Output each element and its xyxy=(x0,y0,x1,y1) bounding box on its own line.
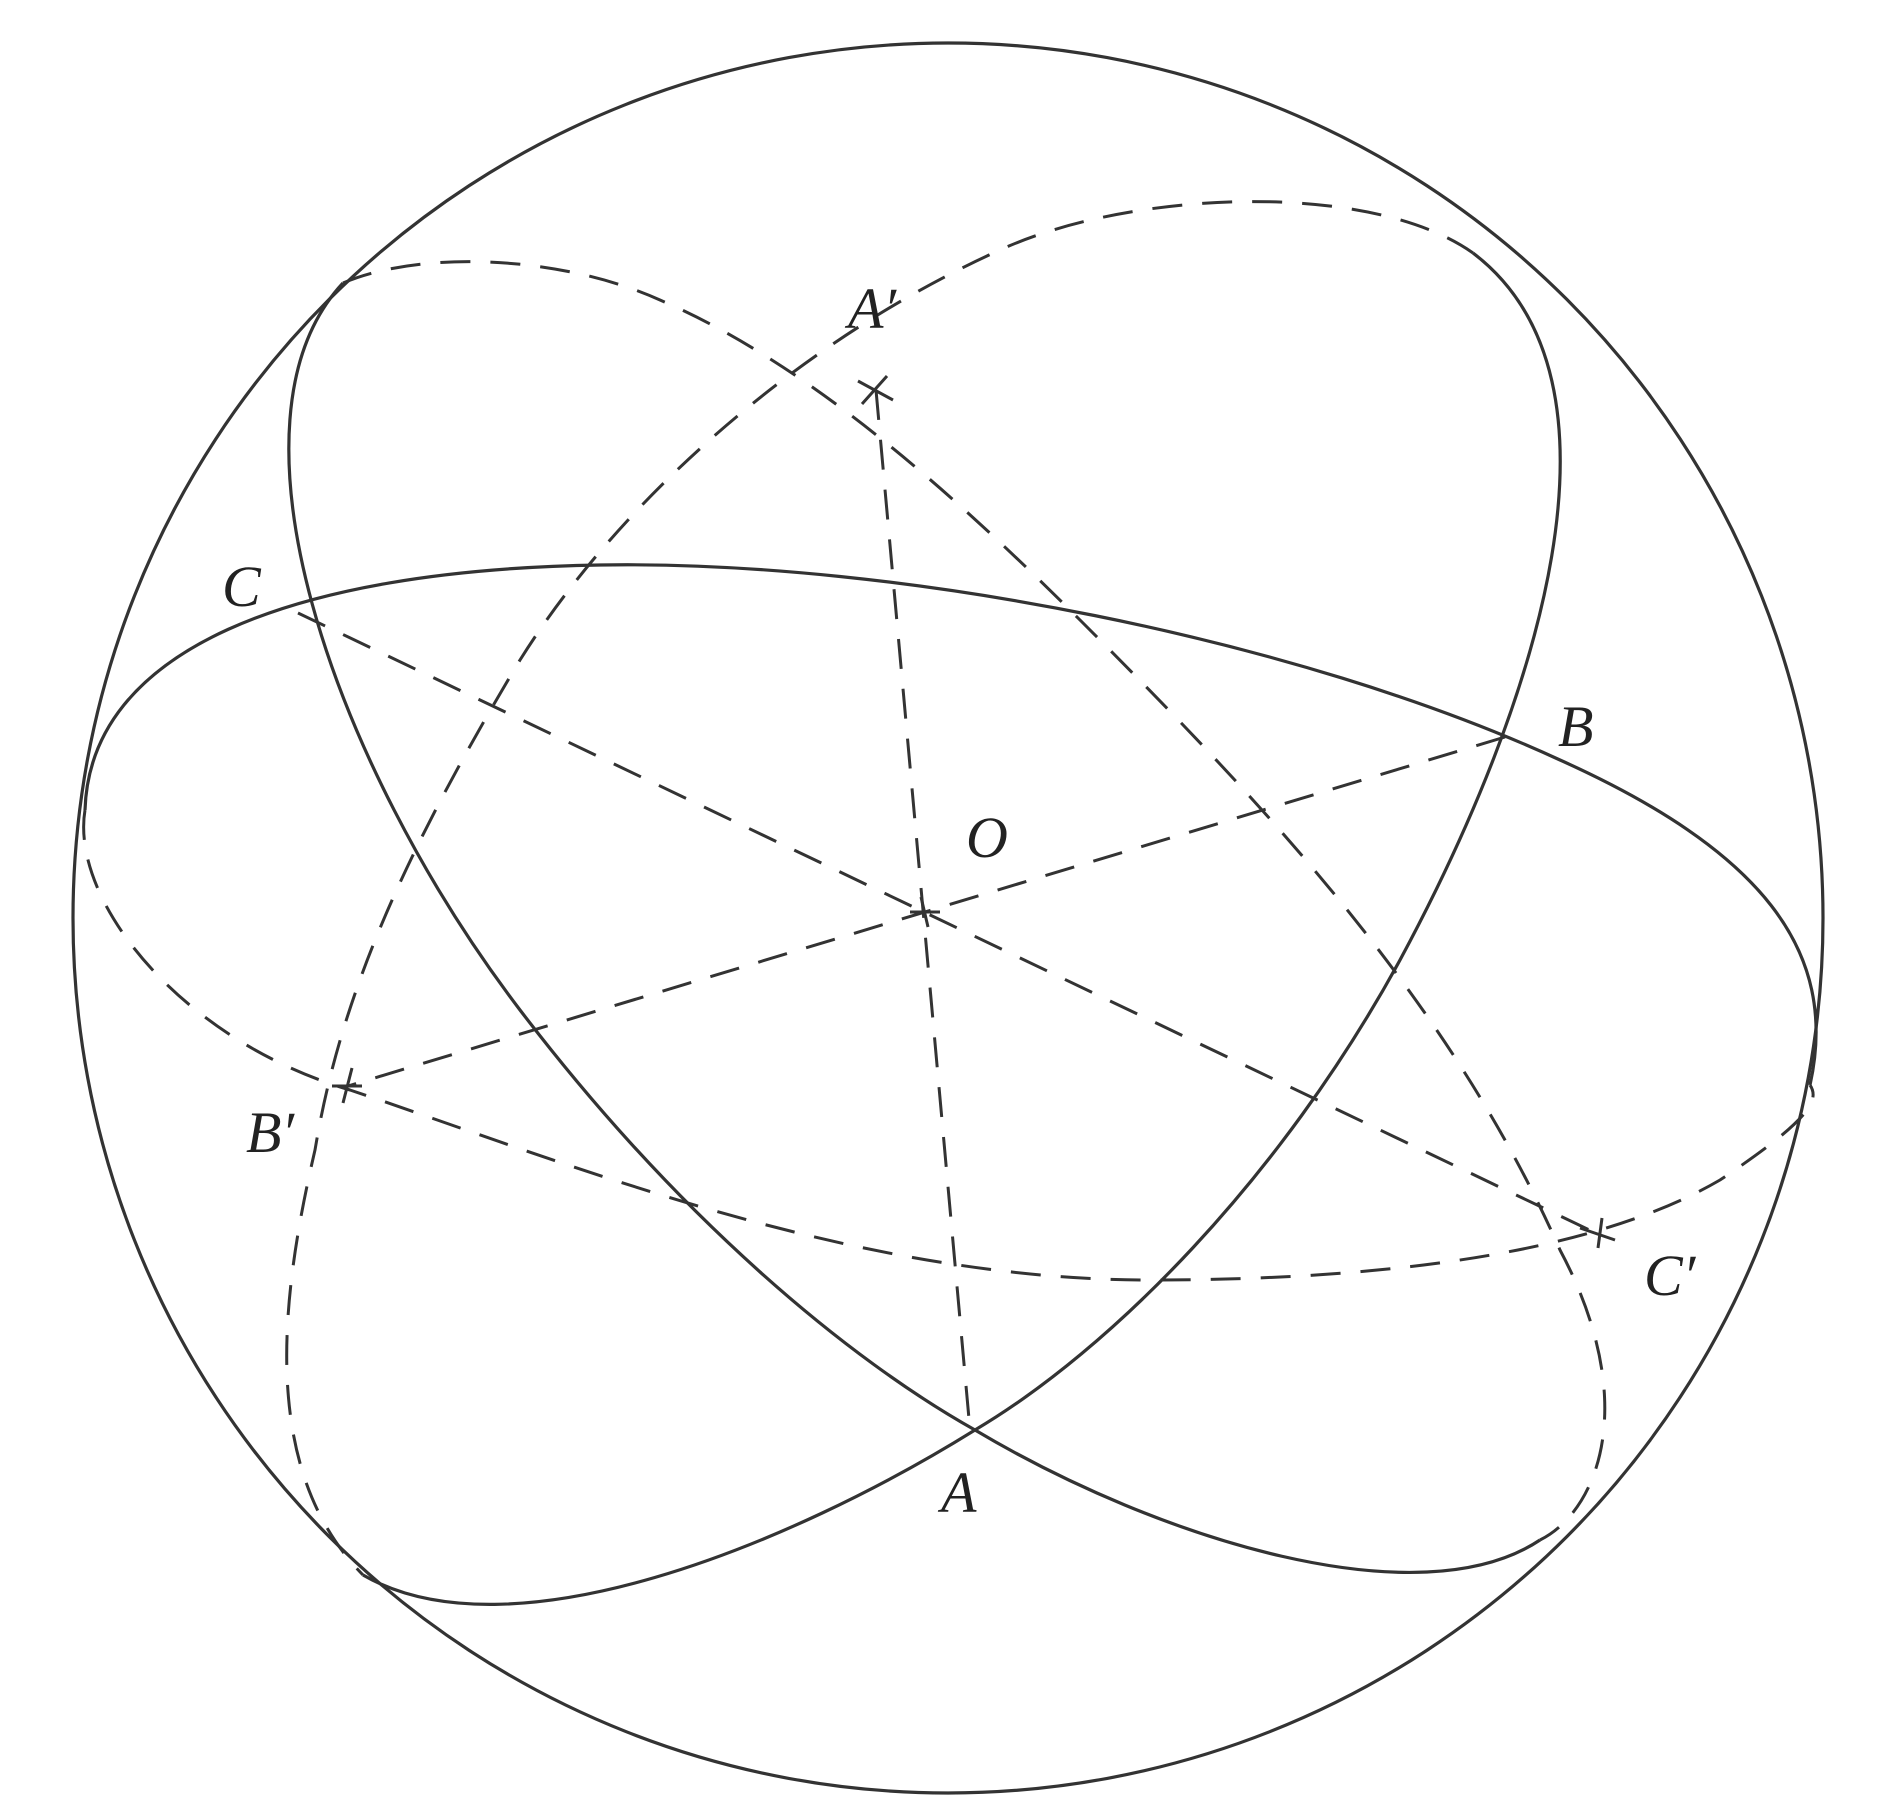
label-c-prime: C′ xyxy=(1644,1243,1697,1308)
point-c-prime-mark xyxy=(1579,1217,1616,1249)
label-a-prime: A′ xyxy=(844,276,897,341)
great-circle-ab-front xyxy=(362,251,1562,1606)
label-c: C xyxy=(222,554,262,619)
great-circle-ac-front xyxy=(287,281,1541,1574)
great-circle-bc-front xyxy=(83,563,1818,1086)
point-b-prime-mark xyxy=(332,1067,362,1104)
label-b-prime: B′ xyxy=(246,1100,295,1165)
great-circle-ab-back xyxy=(285,200,1474,1577)
label-o: O xyxy=(966,805,1008,870)
label-b: B xyxy=(1558,694,1593,759)
point-a-prime-mark xyxy=(857,375,894,405)
sphere-outline xyxy=(71,41,1825,1795)
label-a: A xyxy=(937,1460,977,1525)
point-o-mark xyxy=(910,896,940,928)
diameter-c-c-prime xyxy=(297,611,1603,1238)
great-circle-bc-back xyxy=(82,809,1815,1282)
great-circle-ac-back xyxy=(342,260,1607,1542)
